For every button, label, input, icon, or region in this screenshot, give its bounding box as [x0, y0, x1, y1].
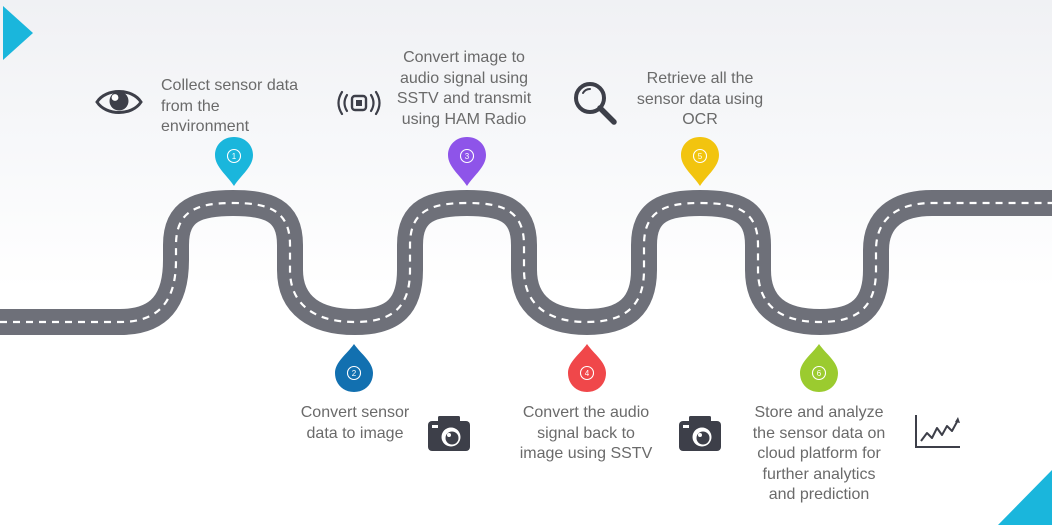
magnifier-icon: [574, 82, 617, 125]
step-1-text: Collect sensor data from the environment: [161, 77, 298, 135]
step-3-text: Convert image to audio signal using SSTV…: [396, 49, 532, 128]
road-surface: [0, 190, 1052, 335]
step-6-text: Store and analyze the sensor data on clo…: [752, 404, 886, 503]
camera-icon: [428, 416, 470, 451]
pin-step-5: 5: [681, 137, 719, 186]
pin-3-number: 3: [465, 152, 470, 161]
bottom-right-corner-triangle: [998, 470, 1052, 525]
pin-4-marker: [568, 344, 606, 392]
pin-step-1: 1: [215, 137, 253, 186]
line-chart-icon: [915, 415, 960, 448]
pin-step-3: 3: [448, 137, 486, 186]
top-left-corner-triangle: [3, 6, 33, 60]
pin-5-marker: [681, 137, 719, 186]
pin-2-number: 2: [352, 369, 357, 378]
pin-4-number: 4: [585, 369, 590, 378]
camera-icon: [679, 416, 721, 451]
step-5-text: Retrieve all the sensor data using OCR: [636, 70, 764, 128]
pin-step-6: 6: [800, 344, 838, 392]
radio-signal-icon: [337, 90, 381, 116]
pin-step-2: 2: [335, 344, 373, 392]
eye-icon: [95, 90, 143, 114]
step-2-text: Convert sensor data to image: [300, 404, 410, 442]
pin-3-marker: [448, 137, 486, 186]
pin-6-number: 6: [817, 369, 822, 378]
pin-1-marker: [215, 137, 253, 186]
pin-6-marker: [800, 344, 838, 392]
pin-5-number: 5: [698, 152, 703, 161]
pin-2-marker: [335, 344, 373, 392]
pin-1-number: 1: [232, 152, 237, 161]
step-4-text: Convert the audio signal back to image u…: [519, 404, 653, 462]
pin-step-4: 4: [568, 344, 606, 392]
